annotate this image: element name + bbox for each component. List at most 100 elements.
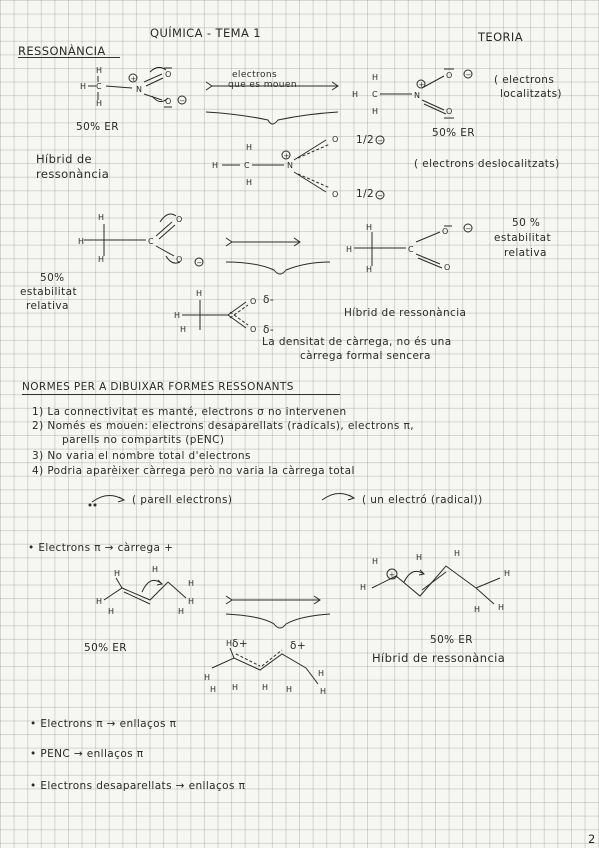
svg-text:H: H — [318, 669, 324, 678]
svg-text:−: − — [466, 225, 472, 233]
svg-text:O: O — [446, 71, 452, 80]
svg-text:H: H — [246, 178, 252, 187]
svg-text:O: O — [250, 297, 256, 306]
svg-text:−: − — [378, 137, 384, 145]
svg-text:H: H — [96, 597, 102, 606]
rules-heading-underline — [22, 394, 340, 395]
svg-text:H: H — [108, 607, 114, 616]
svg-text:O: O — [176, 255, 182, 264]
hybrid-label-1: Híbrid de — [36, 152, 92, 166]
svg-text:C: C — [408, 245, 414, 254]
svg-text:−: − — [378, 192, 384, 200]
svg-text:C: C — [244, 161, 250, 170]
topic-underline — [18, 57, 120, 58]
moving-electrons-label-2: que es mouen — [228, 80, 297, 90]
svg-text:N: N — [414, 91, 420, 100]
svg-text:H: H — [188, 579, 194, 588]
carboxylate-hybrid-structure: HHH OO — [174, 289, 256, 334]
electron-pair-arrow — [88, 495, 126, 507]
svg-text:H: H — [178, 607, 184, 616]
svg-text:H: H — [80, 82, 86, 91]
carboxylate-structure-right: HHH C OO − — [346, 223, 473, 274]
svg-text:O: O — [176, 215, 182, 224]
summary-item-3: • Electrons desaparellats → enllaços π — [30, 780, 246, 792]
charge-density-note-1: La densitat de càrrega, no és una — [262, 336, 452, 348]
svg-text:O: O — [446, 107, 452, 116]
svg-text:H: H — [474, 605, 480, 614]
svg-text:H: H — [96, 66, 102, 75]
carboxylate-right-relative: relativa — [504, 247, 547, 259]
carboxylate-left-percent: 50% — [40, 272, 65, 284]
allyl-structure-left: HHH HHH H — [96, 565, 194, 616]
svg-text:H: H — [454, 549, 460, 558]
topic-heading: RESSONÀNCIA — [18, 44, 106, 58]
pi-electrons-bullet: • Electrons π → càrrega + — [28, 542, 174, 554]
svg-text:+: + — [389, 571, 395, 579]
svg-text:O: O — [332, 135, 338, 144]
svg-text:H: H — [98, 255, 104, 264]
section-label: TEORIA — [478, 30, 523, 44]
svg-text:H: H — [204, 673, 210, 682]
svg-text:O: O — [444, 263, 450, 272]
carboxylate-left-stability: estabilitat — [20, 286, 77, 298]
svg-text:H: H — [366, 223, 372, 232]
rule-2: 2) Només es mouen: electrons desaparella… — [32, 420, 414, 432]
svg-text:H: H — [78, 237, 84, 246]
carboxylate-left-relative: relativa — [26, 300, 69, 312]
svg-text:H: H — [372, 107, 378, 116]
svg-text:H: H — [320, 687, 326, 696]
delocalized-label: ( electrons deslocalitzats) — [414, 158, 560, 170]
svg-text:−: − — [180, 97, 186, 105]
nitro-structure-right: HHH C N + OO − — [352, 68, 473, 119]
summary-item-2: • PENC → enllaços π — [30, 748, 144, 760]
localized-label: ( electrons — [494, 74, 555, 86]
rule-1: 1) La connectivitat es manté, electrons … — [32, 406, 347, 418]
half-charge-bottom: 1/2 — [356, 188, 375, 200]
single-electron-arrow — [321, 493, 356, 501]
svg-text:H: H — [114, 569, 120, 578]
svg-text:H: H — [226, 639, 232, 648]
svg-text:H: H — [174, 311, 180, 320]
carboxylate-right-percent: 50 % — [512, 217, 541, 229]
svg-text:N: N — [287, 161, 293, 170]
svg-text:O: O — [165, 97, 171, 106]
svg-text:H: H — [188, 597, 194, 606]
svg-text:C: C — [372, 90, 378, 99]
svg-text:H: H — [180, 325, 186, 334]
svg-text:C: C — [96, 82, 102, 91]
allyl-right-percent: 50% ER — [430, 634, 474, 646]
svg-text:O: O — [332, 190, 338, 199]
localized-label-2: localitzats) — [500, 88, 562, 100]
svg-text:H: H — [498, 603, 504, 612]
svg-text:H: H — [96, 99, 102, 108]
charge-density-note-2: càrrega formal sencera — [300, 350, 431, 362]
allyl-left-percent: 50% ER — [84, 642, 128, 654]
svg-text:H: H — [212, 161, 218, 170]
page-title: QUÍMICA - TEMA 1 — [150, 26, 261, 40]
electron-pair-label: ( parell electrons) — [132, 494, 233, 506]
single-electron-label: ( un electró (radical)) — [362, 494, 483, 506]
rules-heading: NORMES PER A DIBUIXAR FORMES RESSONANTS — [22, 381, 294, 393]
svg-text:H: H — [372, 73, 378, 82]
half-charge-top: 1/2 — [356, 134, 375, 146]
svg-text:+: + — [131, 75, 137, 83]
hybrid-label-2: ressonància — [36, 167, 110, 181]
svg-text:H: H — [196, 289, 202, 298]
moving-electrons-label: electrons — [232, 70, 278, 80]
svg-text:O: O — [442, 227, 448, 236]
svg-text:H: H — [346, 245, 352, 254]
nitro-hybrid-structure: HHH C N + OO − − — [212, 135, 385, 200]
svg-text:N: N — [136, 85, 142, 94]
svg-text:H: H — [352, 90, 358, 99]
svg-text:H: H — [152, 565, 158, 574]
svg-text:H: H — [286, 685, 292, 694]
resonance-brace-3 — [225, 613, 331, 629]
nitro-left-percent: 50% ER — [76, 121, 120, 133]
svg-text:O: O — [250, 325, 256, 334]
delta-plus-left: δ+ — [232, 638, 249, 650]
rule-4: 4) Podria aparèixer càrrega però no vari… — [32, 465, 355, 477]
nitro-structure-left: HHH C N + OO − — [80, 66, 187, 108]
